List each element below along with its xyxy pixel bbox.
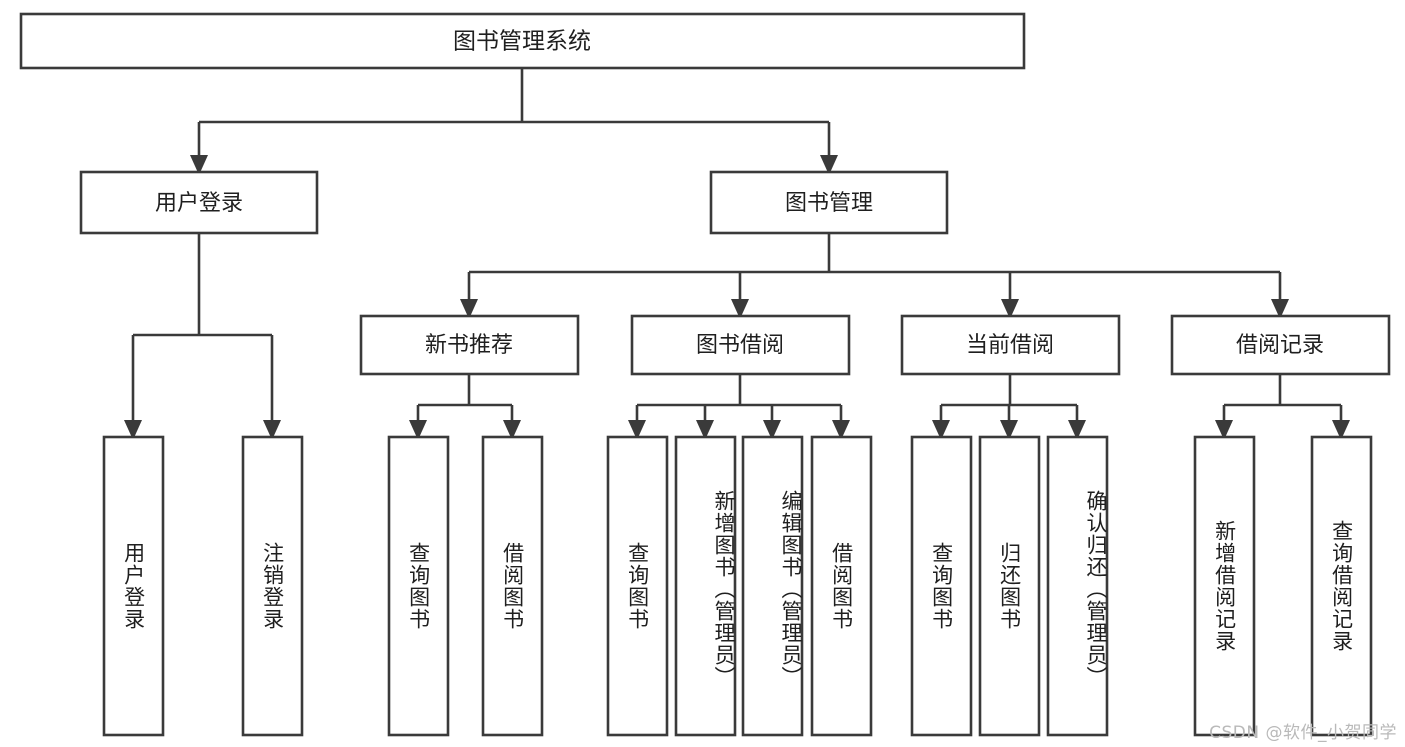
node-level3-book-borrow[interactable]: 图书借阅 <box>630 314 851 376</box>
leaf-box-book-borrow-3[interactable] <box>810 435 873 737</box>
leaf-box-book-borrow-0[interactable] <box>606 435 669 737</box>
leaf-box-book-borrow-1[interactable] <box>674 435 737 737</box>
leaf-box-user-login-1[interactable] <box>241 435 304 737</box>
connector-book-management-to-level3 <box>460 233 1289 319</box>
node-level2-user-login[interactable]: 用户登录 <box>79 170 319 235</box>
leaf-box-current-borrow-1[interactable] <box>978 435 1041 737</box>
leaf-box-book-borrow-2[interactable] <box>741 435 804 737</box>
node-level2-book-management[interactable]: 图书管理 <box>709 170 949 235</box>
connector-user-login-to-leaves <box>124 233 281 440</box>
connector-root-to-level2 <box>190 68 838 175</box>
leaf-box-borrow-record-1[interactable] <box>1310 435 1373 737</box>
node-level3-borrow-record-label: 借阅记录 <box>1236 333 1324 358</box>
connector-new-book-to-leaves <box>409 374 521 440</box>
connector-current-borrow-to-leaves <box>932 374 1086 440</box>
node-root-label: 图书管理系统 <box>453 29 591 55</box>
node-level3-new-book-label: 新书推荐 <box>425 333 513 358</box>
node-level3-current-borrow-label: 当前借阅 <box>966 333 1054 358</box>
leaf-box-new-book-0[interactable] <box>387 435 450 737</box>
node-level3-new-book[interactable]: 新书推荐 <box>359 314 580 376</box>
node-level2-user-login-label: 用户登录 <box>155 191 243 216</box>
csdn-watermark: CSDN @软件_小贺同学 <box>1209 723 1397 743</box>
node-level3-borrow-record[interactable]: 借阅记录 <box>1170 314 1391 376</box>
leaf-box-user-login-0[interactable] <box>102 435 165 737</box>
node-level3-book-borrow-label: 图书借阅 <box>696 333 784 358</box>
connector-borrow-record-to-leaves <box>1215 374 1350 440</box>
leaf-box-borrow-record-0[interactable] <box>1193 435 1256 737</box>
leaf-box-new-book-1[interactable] <box>481 435 544 737</box>
node-level2-book-management-label: 图书管理 <box>785 191 873 216</box>
leaf-box-current-borrow-2[interactable] <box>1046 435 1109 737</box>
node-root[interactable]: 图书管理系统 <box>19 12 1026 70</box>
leaf-box-current-borrow-0[interactable] <box>910 435 973 737</box>
node-level3-current-borrow[interactable]: 当前借阅 <box>900 314 1121 376</box>
connector-book-borrow-to-leaves <box>628 374 850 440</box>
